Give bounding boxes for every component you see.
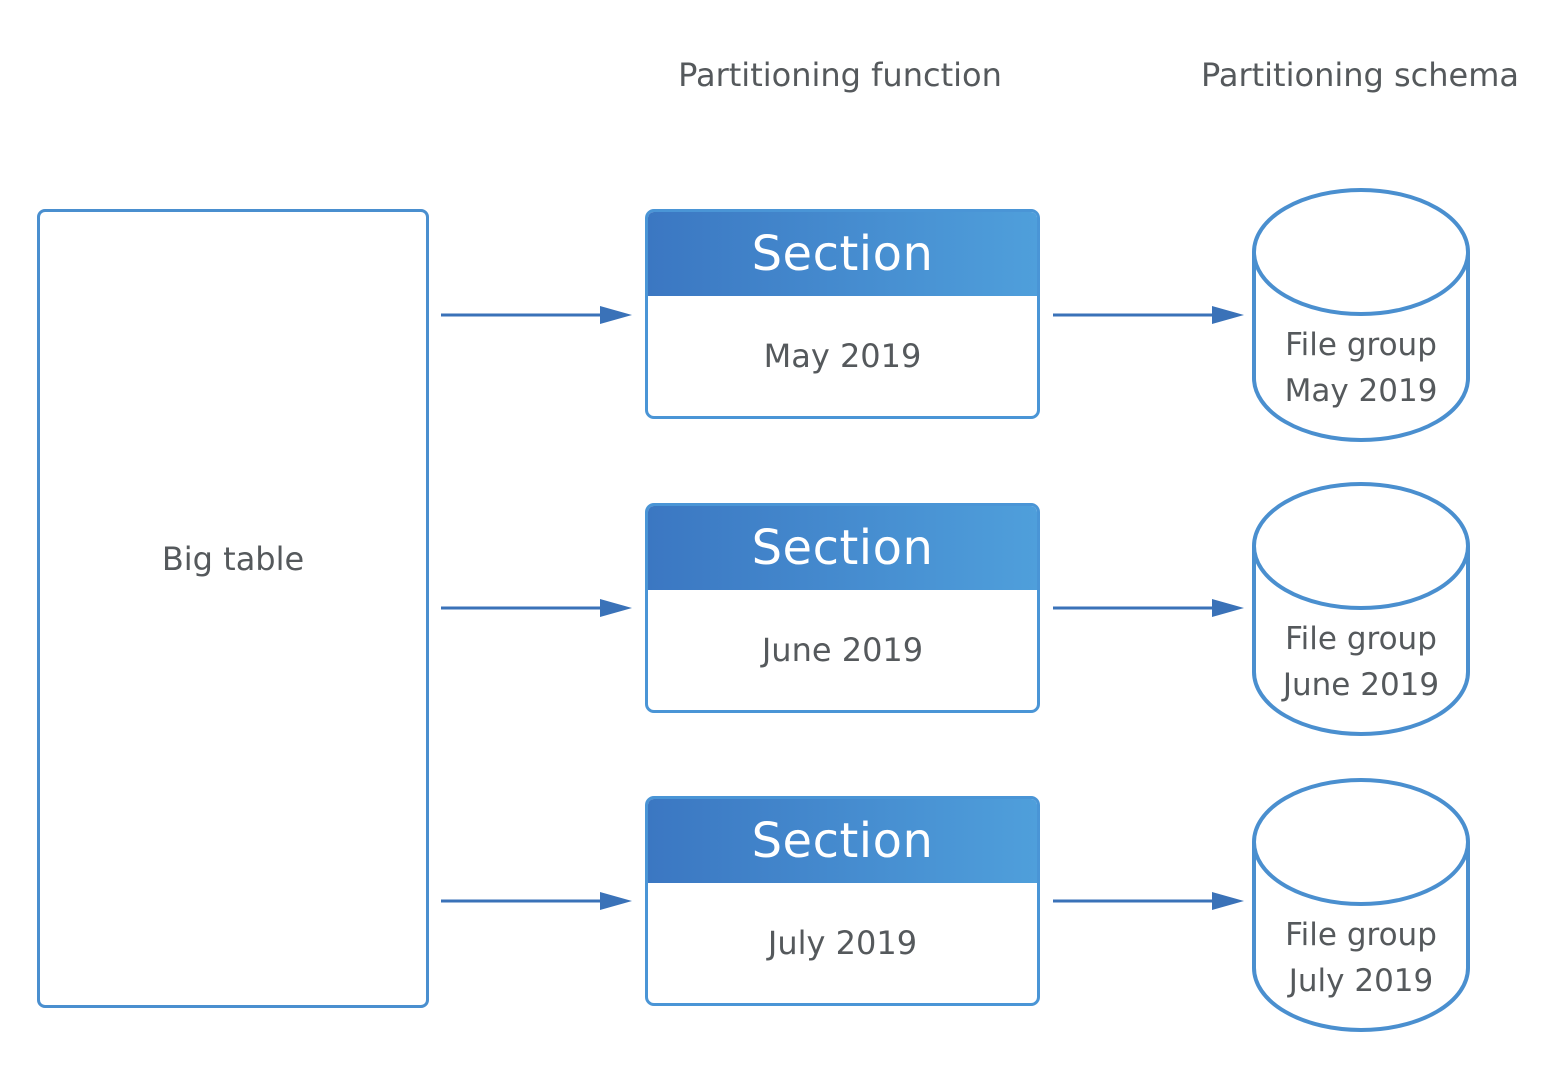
big-table-label: Big table [161, 539, 305, 578]
section-period: May 2019 [763, 337, 922, 375]
arrow-section-3-to-filegroup [1053, 892, 1244, 910]
file-group-line2: June 2019 [1282, 667, 1440, 703]
file-group-line2: July 2019 [1288, 963, 1434, 999]
partitioning-function-heading: Partitioning function [678, 56, 1002, 94]
database-cylinder-icon [1252, 482, 1470, 736]
database-cylinder-icon [1252, 188, 1470, 442]
file-group-line2: May 2019 [1284, 373, 1438, 409]
section-header: Section [648, 506, 1037, 590]
file-group-may: File group May 2019 [1250, 186, 1472, 446]
file-group-line1: File group [1285, 621, 1437, 657]
arrow-table-to-section-2 [441, 599, 632, 617]
partitioning-schema-heading: Partitioning schema [1200, 56, 1520, 94]
file-group-label: File group June 2019 [1250, 616, 1472, 708]
file-group-july: File group July 2019 [1250, 776, 1472, 1036]
file-group-june: File group June 2019 [1250, 480, 1472, 740]
section-header: Section [648, 799, 1037, 883]
section-box-may: Section May 2019 [645, 209, 1040, 419]
arrow-table-to-section-1 [441, 306, 632, 324]
arrow-section-1-to-filegroup [1053, 306, 1244, 324]
section-box-july: Section July 2019 [645, 796, 1040, 1006]
file-group-line1: File group [1285, 327, 1437, 363]
file-group-line1: File group [1285, 917, 1437, 953]
section-period: July 2019 [767, 924, 918, 962]
section-period: June 2019 [761, 631, 924, 669]
file-group-label: File group July 2019 [1250, 912, 1472, 1004]
big-table-box: Big table [37, 209, 429, 1008]
arrow-section-2-to-filegroup [1053, 599, 1244, 617]
arrow-table-to-section-3 [441, 892, 632, 910]
database-cylinder-icon [1252, 778, 1470, 1032]
file-group-label: File group May 2019 [1250, 322, 1472, 414]
section-header: Section [648, 212, 1037, 296]
section-box-june: Section June 2019 [645, 503, 1040, 713]
